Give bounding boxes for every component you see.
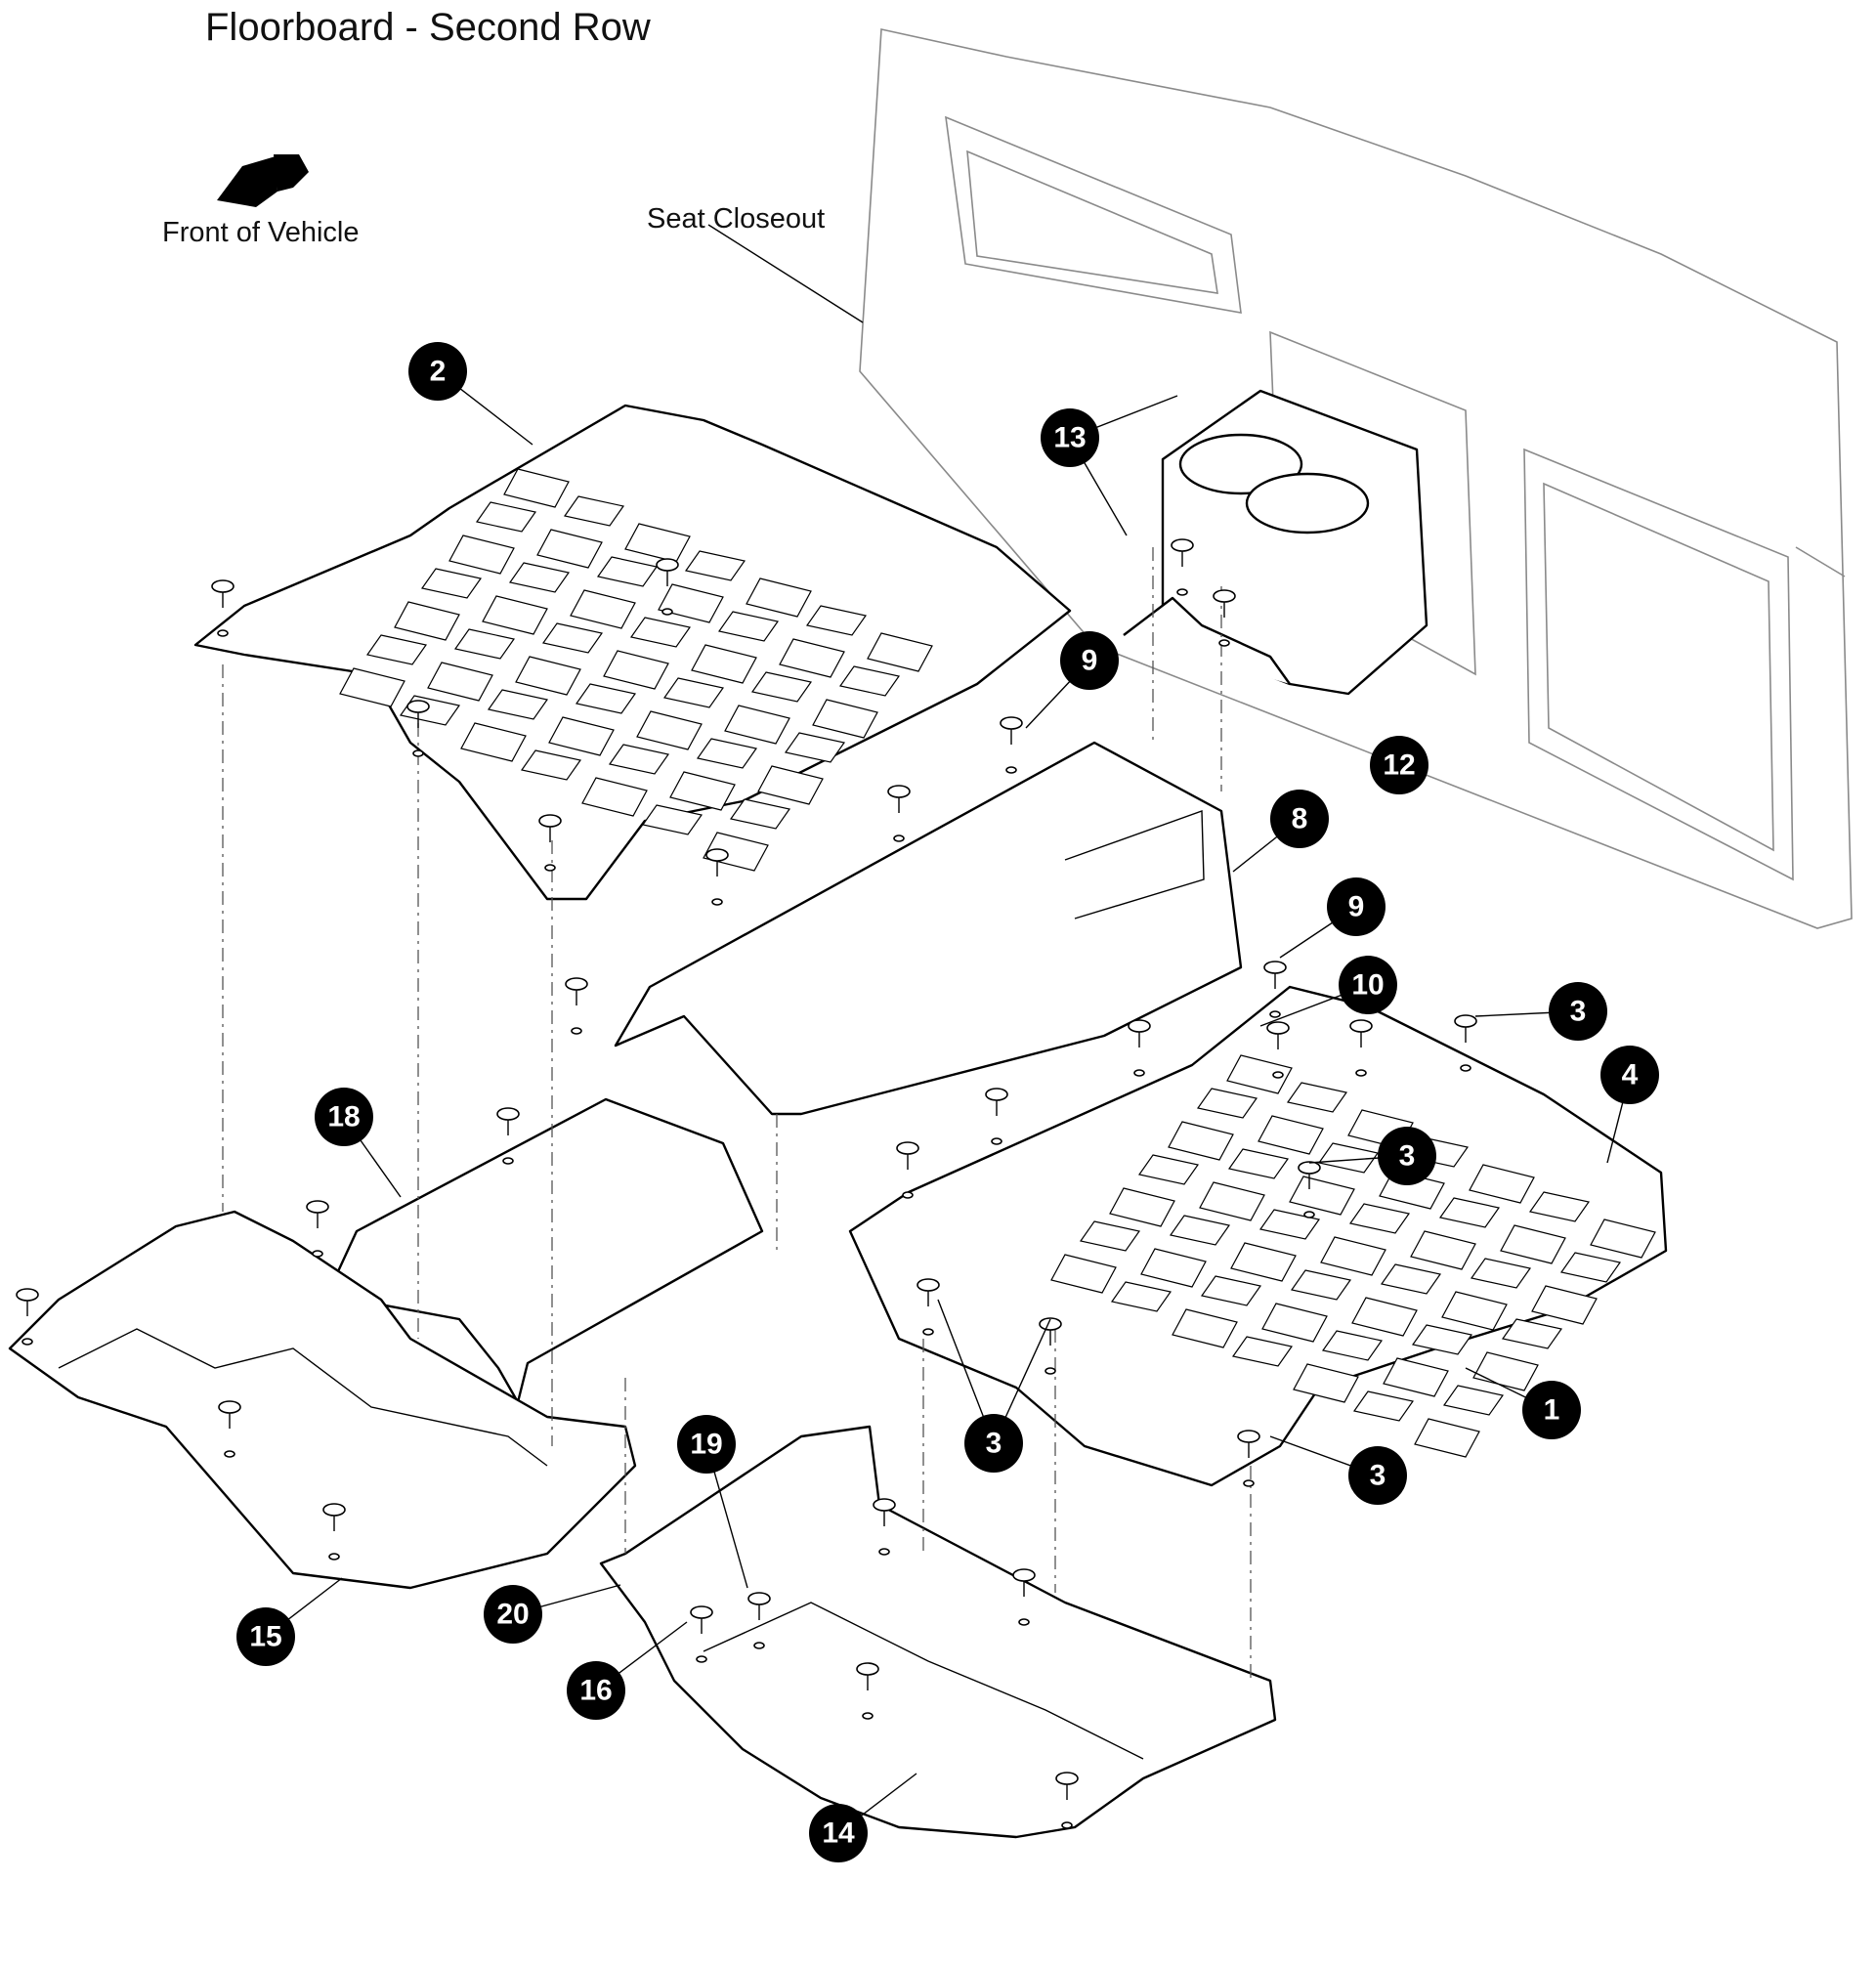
callout-number: 9: [1082, 645, 1098, 677]
callout-number: 14: [822, 1817, 855, 1850]
callout-number: 13: [1053, 422, 1086, 454]
callout-circle: [408, 342, 467, 401]
callout-number: 3: [1399, 1140, 1416, 1173]
callout-9: 9: [1327, 877, 1386, 936]
callout-circle: [1041, 408, 1099, 467]
callout-16: 16: [567, 1661, 625, 1720]
callout-number: 3: [1370, 1460, 1386, 1492]
callout-13: 13: [1041, 408, 1099, 467]
callout-circle: [1060, 631, 1119, 690]
callout-circle: [1600, 1046, 1659, 1104]
callout-circle: [677, 1415, 736, 1474]
callout-circle: [1327, 877, 1386, 936]
callout-12: 12: [1370, 736, 1428, 794]
callout-number: 10: [1351, 969, 1384, 1002]
callout-number: 20: [496, 1599, 529, 1631]
callout-number: 12: [1383, 749, 1415, 782]
tunnel-cover: [614, 741, 1243, 1116]
callout-3: 3: [1378, 1127, 1436, 1185]
diagram-title: Floorboard - Second Row: [205, 6, 651, 49]
callout-number: 16: [579, 1675, 612, 1707]
center-cover: [325, 1097, 764, 1404]
seat-closeout-label: Seat Closeout: [647, 203, 826, 235]
callout-4: 4: [1600, 1046, 1659, 1104]
callout-14: 14: [809, 1804, 868, 1862]
callout-2: 2: [408, 342, 467, 401]
cup-holder-part: [1123, 389, 1428, 696]
front-of-vehicle-label: Front of Vehicle: [162, 217, 360, 248]
callout-number: 3: [1570, 996, 1587, 1028]
callout-1: 1: [1522, 1381, 1581, 1439]
callout-15: 15: [236, 1607, 295, 1666]
callout-number: 8: [1292, 803, 1308, 835]
callout-9: 9: [1060, 631, 1119, 690]
callout-number: 19: [690, 1429, 722, 1461]
callout-circle: [1270, 790, 1329, 848]
callout-circle: [567, 1661, 625, 1720]
callout-circle: [1339, 956, 1397, 1014]
callout-3: 3: [1348, 1446, 1407, 1505]
callout-3: 3: [964, 1414, 1023, 1473]
callout-number: 3: [986, 1428, 1002, 1460]
callout-circle: [236, 1607, 295, 1666]
callout-circle: [484, 1585, 542, 1644]
fasteners: [16, 538, 1477, 1829]
callout-number: 1: [1544, 1394, 1560, 1427]
callout-number: 4: [1622, 1059, 1639, 1091]
callout-circle: [809, 1804, 868, 1862]
arrow-icon: [217, 154, 309, 207]
callout-circle: [1378, 1127, 1436, 1185]
alignment-lines: [222, 547, 1252, 1681]
callout-circle: [964, 1414, 1023, 1473]
callout-number: 2: [430, 356, 447, 388]
callout-number: 15: [249, 1621, 281, 1653]
callout-number: 18: [327, 1101, 360, 1133]
callout-19: 19: [677, 1415, 736, 1474]
callout-20: 20: [484, 1585, 542, 1644]
callout-number: 9: [1348, 891, 1365, 923]
callout-8: 8: [1270, 790, 1329, 848]
callout-circle: [1549, 982, 1607, 1041]
callout-circle: [315, 1088, 373, 1146]
floorboard-left-lower: [8, 1210, 637, 1590]
callout-circle: [1522, 1381, 1581, 1439]
callout-circle: [1348, 1446, 1407, 1505]
callout-circle: [1370, 736, 1428, 794]
floorboard-right: [848, 985, 1668, 1487]
callout-10: 10: [1339, 956, 1397, 1014]
callout-3: 3: [1549, 982, 1607, 1041]
floorboard-center-lower: [599, 1425, 1277, 1839]
callout-18: 18: [315, 1088, 373, 1146]
floorboard-left-upper: [193, 404, 1072, 901]
